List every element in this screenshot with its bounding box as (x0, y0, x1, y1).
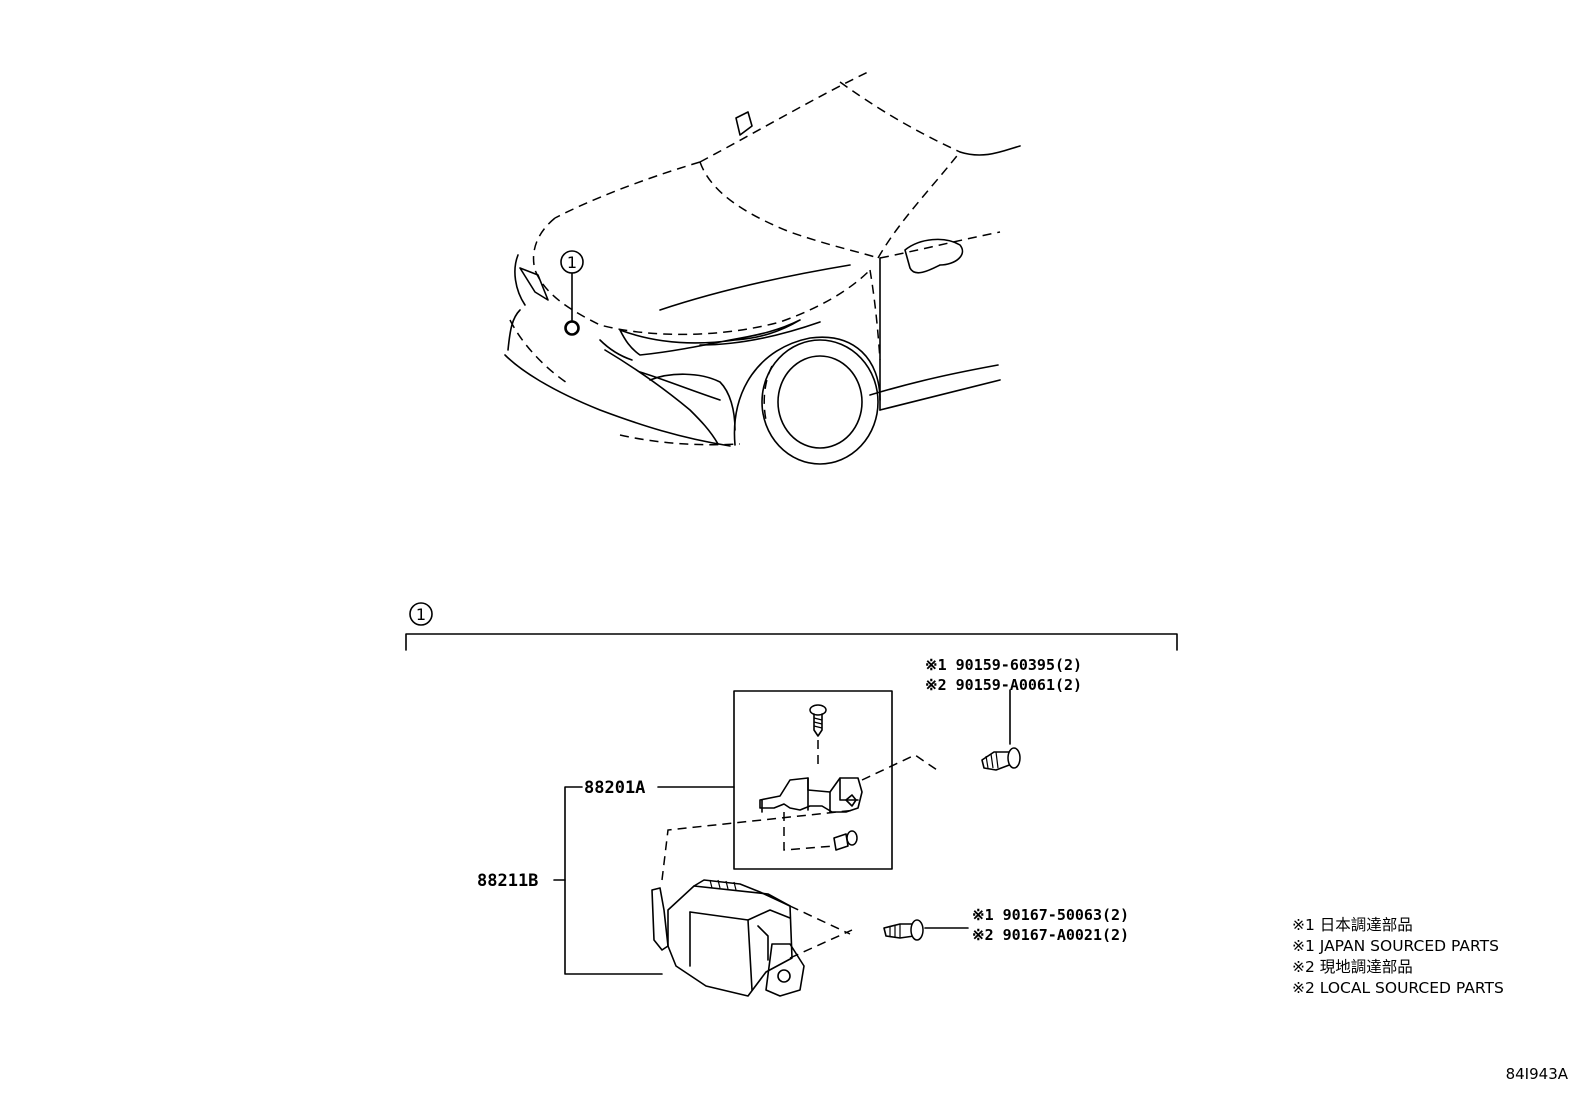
legend-line-3: ※2 現地調達部品 (1292, 958, 1413, 976)
bolt-lower-line2: ※2 90167-A0021(2) (972, 926, 1129, 944)
bolt-upper-line1: ※1 90159-60395(2) (925, 656, 1082, 674)
part-leaders (553, 786, 735, 975)
legend-line-2: ※1 JAPAN SOURCED PARTS (1292, 937, 1499, 955)
upper-bolt (861, 689, 1021, 781)
part-number-sensor-assy: 88211B (477, 871, 538, 891)
part-number-bracket: 88201A (584, 778, 645, 798)
callout-ref-car: 1 (567, 253, 577, 272)
lower-bolt (883, 919, 969, 941)
bolt-lower-line1: ※1 90167-50063(2) (972, 906, 1129, 924)
sensor-location-marker (564, 320, 580, 336)
radar-sensor-assembly (651, 809, 857, 997)
callout-ref-group: 1 (416, 605, 426, 624)
legend-line-1: ※1 日本調達部品 (1292, 916, 1413, 934)
bolt-upper-line2: ※2 90159-A0061(2) (925, 676, 1082, 694)
group-bracket: 1 (405, 602, 1178, 651)
callout-circle-group (409, 602, 433, 626)
bracket-subassembly (733, 690, 893, 870)
sourcing-legend: ※1 日本調達部品 ※1 JAPAN SOURCED PARTS ※2 現地調達… (1292, 916, 1504, 997)
legend-line-4: ※2 LOCAL SOURCED PARTS (1292, 979, 1504, 997)
drawing-code: 84I943A (1506, 1065, 1569, 1083)
vehicle-outline: 1 (504, 71, 1021, 465)
